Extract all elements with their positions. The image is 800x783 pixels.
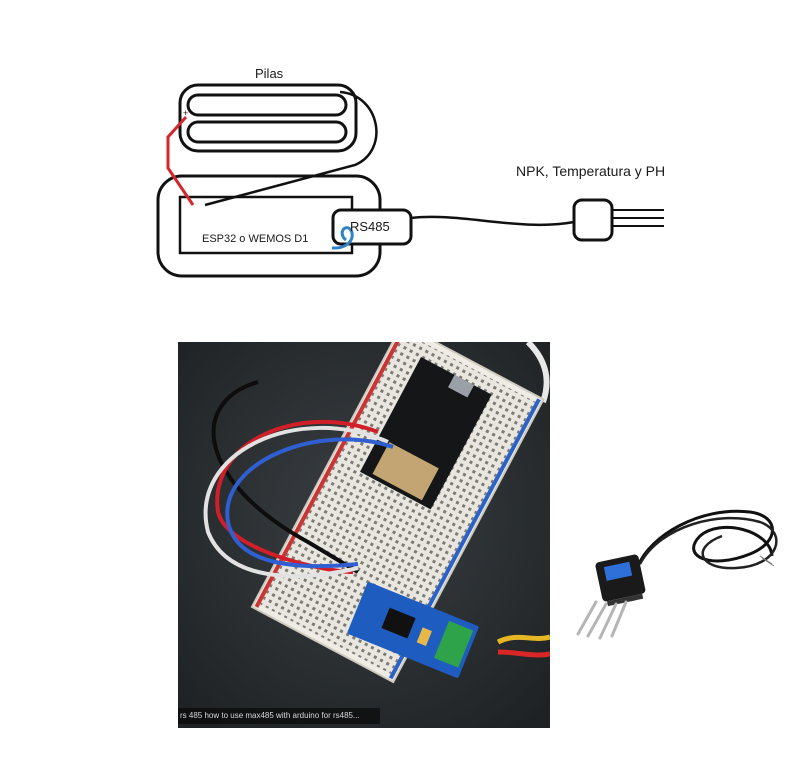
jumper-blue [225,437,394,569]
battery-pack-outline [178,83,358,153]
board-label: ESP32 o WEMOS D1 [202,233,309,245]
jumper-black [211,380,360,574]
blue-wire [331,226,354,250]
battery-cell-2 [186,120,348,144]
black-wire [204,90,378,207]
sensor-label: NPK, Temperatura y PH [516,163,666,179]
soil-sensor-illustration [576,509,778,640]
terminal-wires [496,634,550,645]
sensor-cable [410,215,575,227]
photo-caption: rs 485 how to use max485 with arduino fo… [178,708,380,724]
battery-cell-1 [186,93,348,117]
battery-minus-sign: - [200,192,204,203]
red-wire [166,115,195,206]
breadboard-illustration [178,342,550,728]
sensor-coiled-cable [636,509,774,567]
sensor-body [595,554,646,607]
esp32-chip [372,442,439,501]
battery-plus-sign: + [183,108,189,118]
rs485-module-photo [347,582,479,678]
battery-label: Pilas [255,66,284,81]
rs485-label: RS485 [350,219,390,234]
sensor-probes [576,600,628,640]
breadboard-photo: rs 485 how to use max485 with arduino fo… [178,342,550,728]
jumper-white [203,426,389,579]
sensor-body-outline [572,198,614,242]
usb-cable [525,342,550,403]
wiring-diagram [156,83,664,278]
